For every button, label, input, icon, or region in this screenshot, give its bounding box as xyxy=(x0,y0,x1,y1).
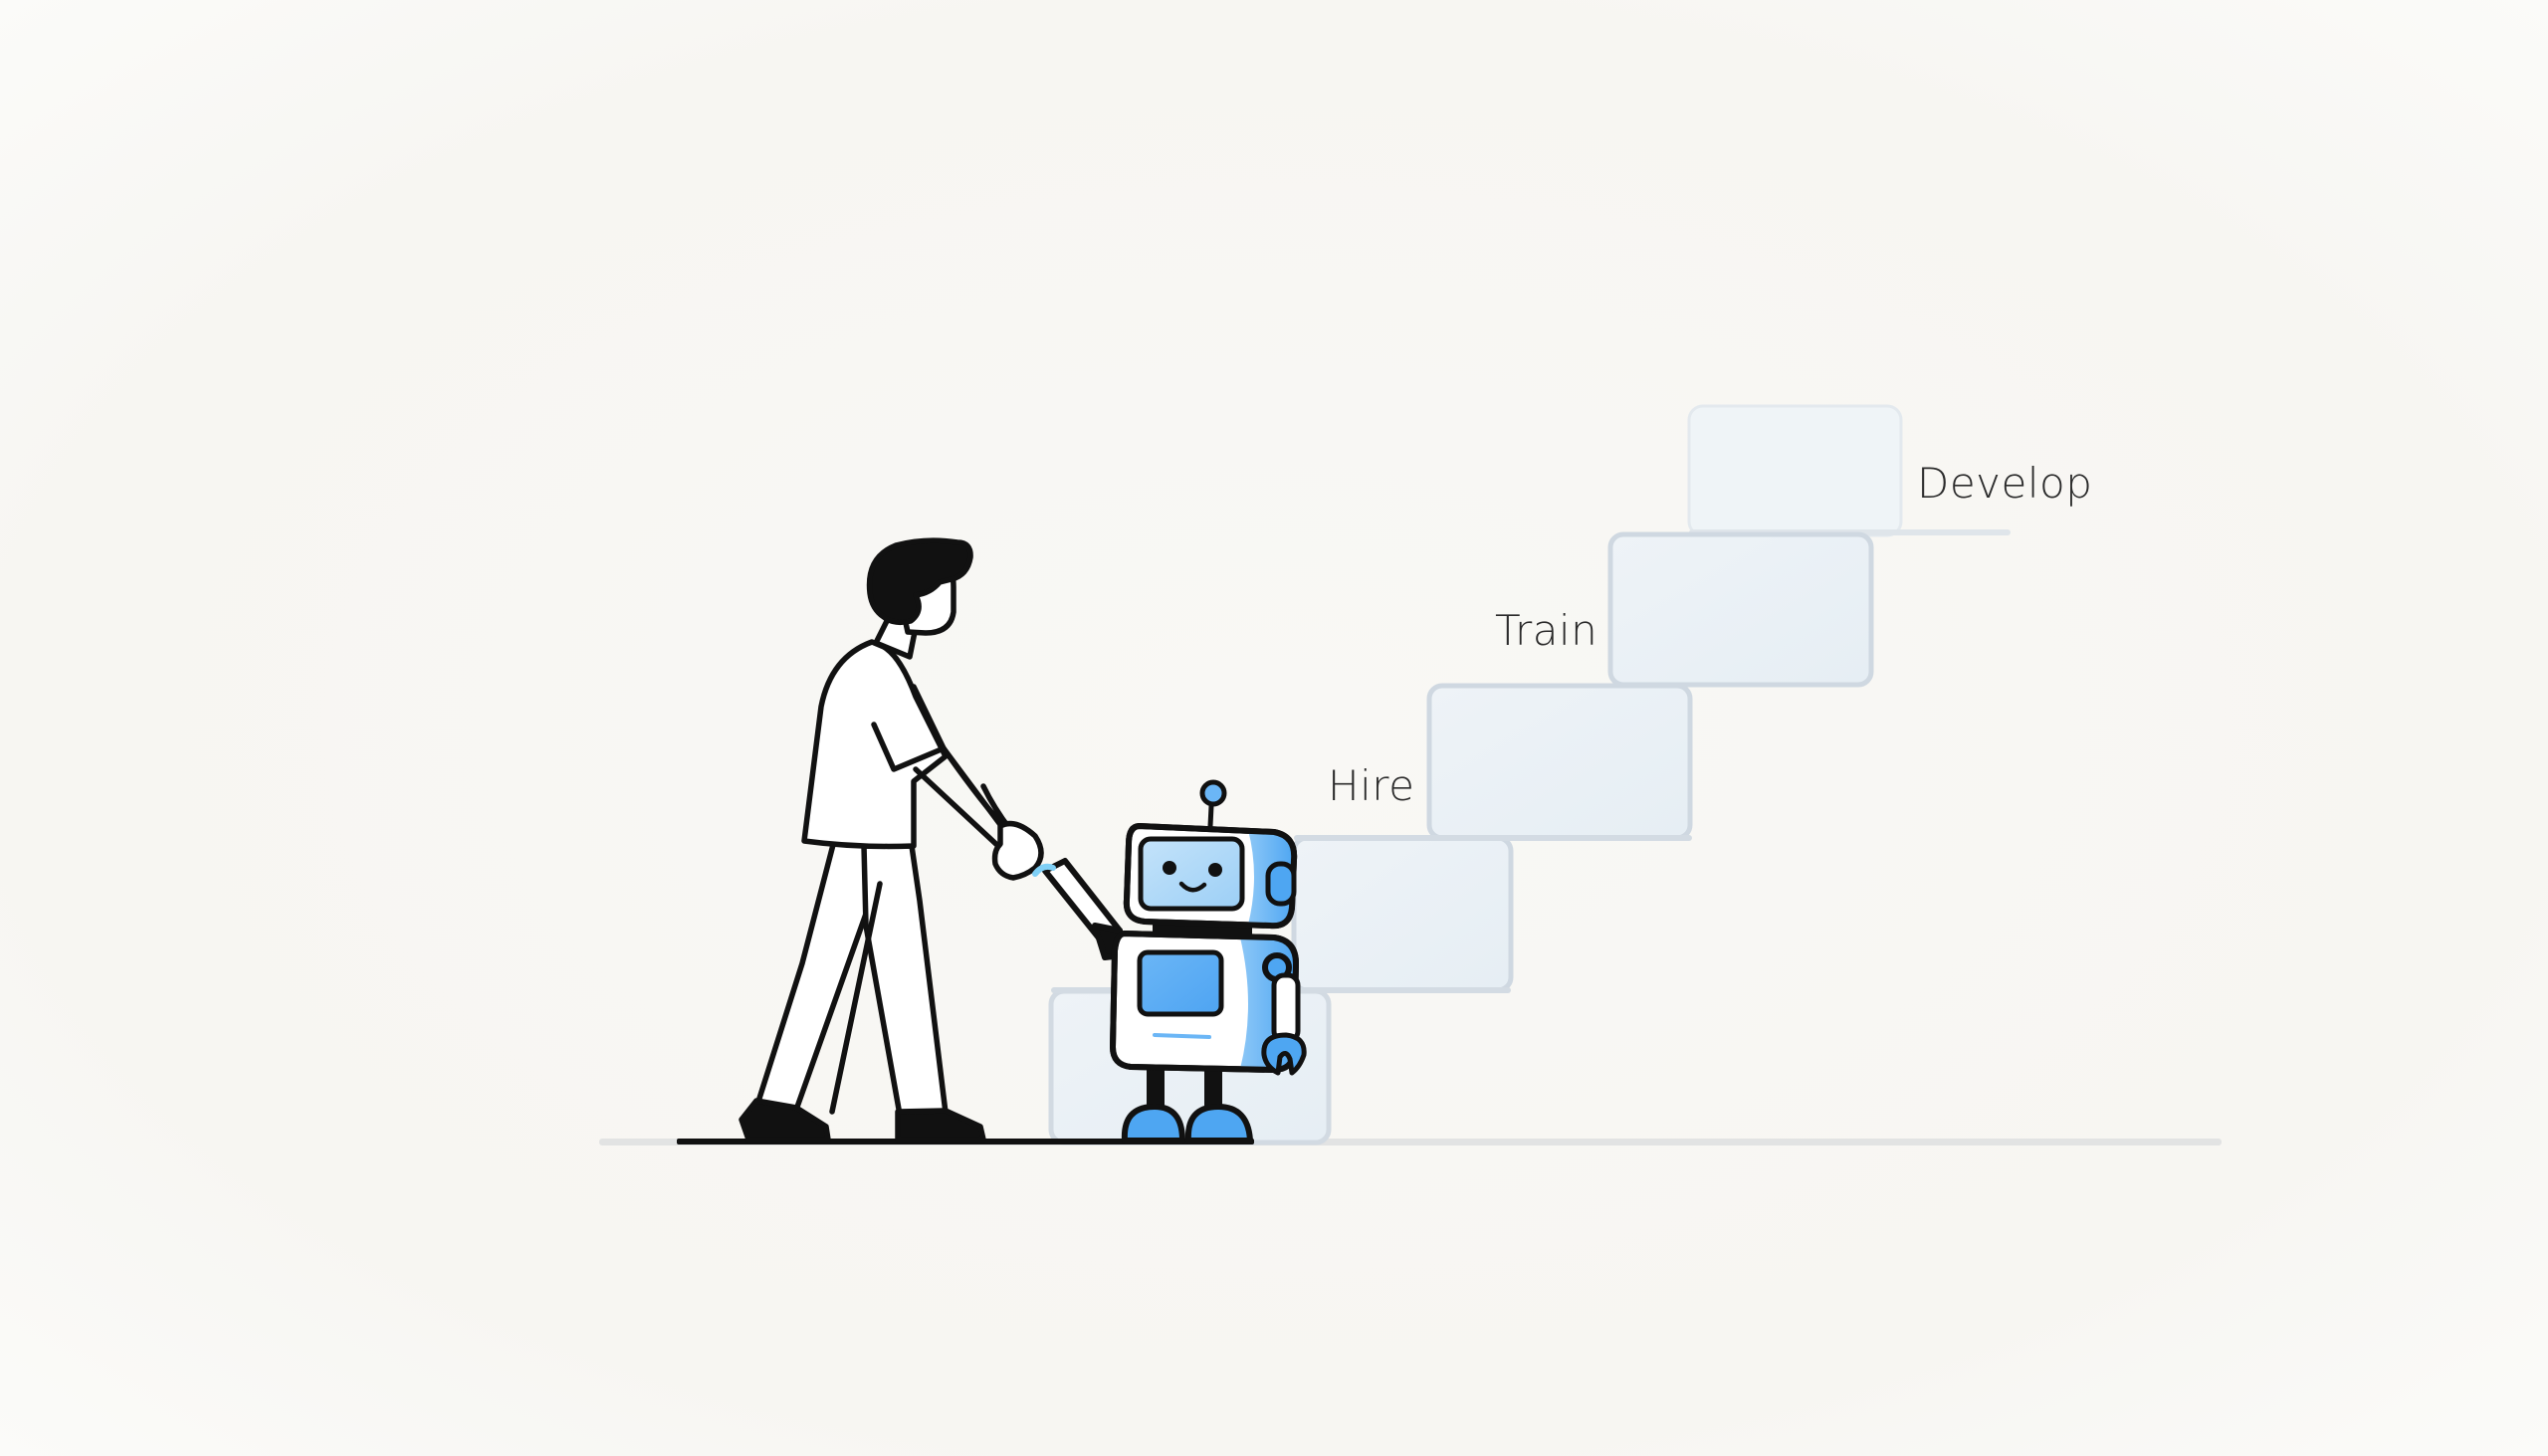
robot-face-screen xyxy=(1138,836,1245,912)
robot-claw xyxy=(1261,1032,1307,1076)
person-icon xyxy=(739,537,1044,1143)
step-hire xyxy=(1426,683,1693,841)
step-label-develop: Develop xyxy=(1917,459,2093,508)
step-label-train: Train xyxy=(1495,606,1598,655)
robot-eye-left xyxy=(1163,861,1176,875)
robot-icon xyxy=(1032,779,1307,1144)
robot-eye-right xyxy=(1208,863,1222,877)
robot-smile xyxy=(1178,881,1207,893)
step-train xyxy=(1607,531,1874,688)
robot-arm-right xyxy=(1271,972,1301,1044)
robot-ear xyxy=(1265,861,1297,907)
step-second xyxy=(1291,835,1692,993)
robot-antenna-ball xyxy=(1199,779,1227,807)
robot-chest-screen xyxy=(1137,949,1224,1017)
step-label-hire: Hire xyxy=(1328,761,1415,810)
